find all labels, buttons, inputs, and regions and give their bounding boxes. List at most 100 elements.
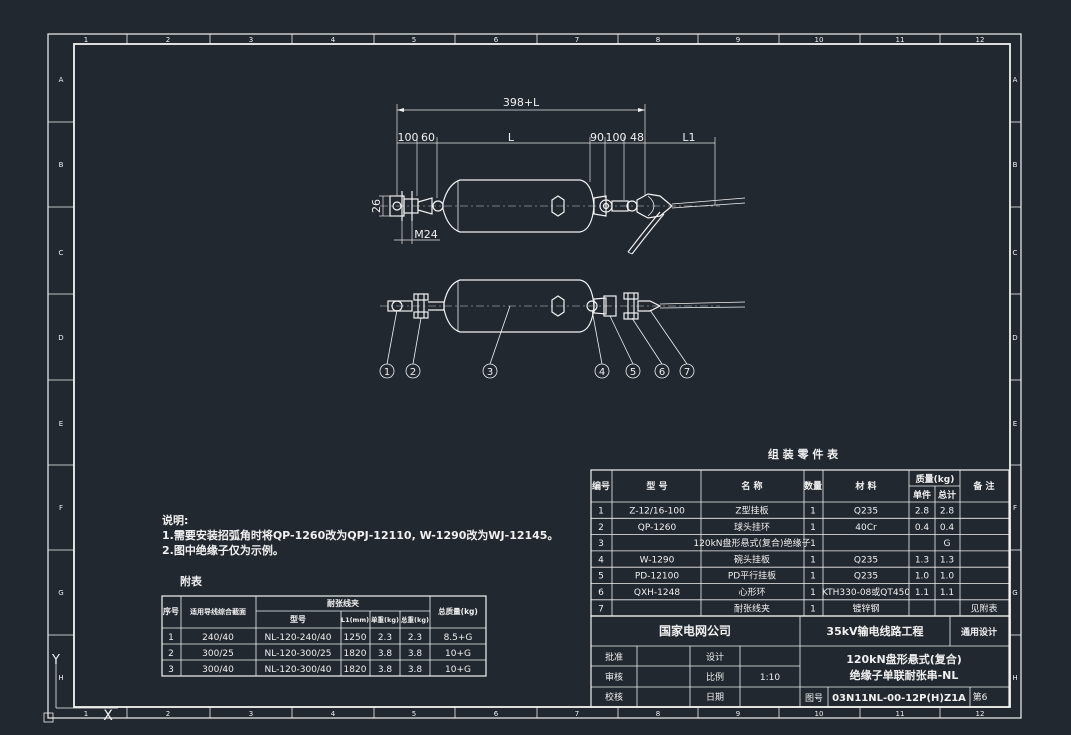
attached-cell: 1820 bbox=[344, 665, 367, 675]
ucs-x-label: X bbox=[103, 708, 113, 724]
attached-cell: 2.3 bbox=[378, 633, 392, 643]
parts-cell: 40Cr bbox=[855, 523, 877, 533]
parts-cell: 1 bbox=[598, 507, 604, 517]
parts-cell: Q235 bbox=[854, 572, 878, 582]
zone-col-bottom: 4 bbox=[331, 710, 336, 718]
parts-cell: QXH-1248 bbox=[634, 588, 680, 598]
hdr-mass: 质量(kg) bbox=[916, 473, 955, 485]
zone-row-right: C bbox=[1013, 249, 1018, 257]
notes-line-1: 1.需要安装招弧角时将QP-1260改为QPJ-12110, W-1290改为W… bbox=[162, 529, 559, 542]
dim-seg-5: 100 bbox=[606, 131, 627, 144]
at-hdr-model: 型号 bbox=[290, 614, 306, 624]
zone-col-top: 2 bbox=[166, 36, 170, 44]
zone-row-left: A bbox=[59, 76, 64, 84]
parts-cell: 3 bbox=[598, 539, 604, 549]
zone-row-left: B bbox=[59, 161, 64, 169]
balloon-number: 2 bbox=[410, 367, 416, 378]
parts-cell: 2.8 bbox=[940, 507, 955, 517]
zone-row-right: H bbox=[1012, 674, 1017, 682]
dim-seg-1: 100 bbox=[398, 131, 419, 144]
zone-col-top: 4 bbox=[331, 36, 336, 44]
attached-cell: 3.8 bbox=[408, 665, 423, 675]
at-hdr-string-mass: 总质量(kg) bbox=[438, 606, 478, 616]
label-date: 日期 bbox=[706, 692, 724, 703]
zone-col-bottom: 9 bbox=[736, 710, 740, 718]
parts-cell: 1.1 bbox=[915, 588, 929, 598]
label-approve: 批准 bbox=[605, 651, 623, 663]
attached-cell: 1820 bbox=[344, 649, 367, 659]
attached-cell: 10+G bbox=[445, 665, 471, 675]
attached-cell: 240/40 bbox=[202, 633, 234, 643]
parts-cell: 1 bbox=[810, 523, 816, 533]
outer-frame bbox=[47, 33, 1022, 719]
parts-cell: 耐张线夹 bbox=[734, 602, 770, 614]
sheet-label: 第6 bbox=[973, 691, 988, 703]
hdr-material: 材 料 bbox=[854, 480, 876, 492]
zone-col-top: 11 bbox=[896, 36, 905, 44]
parts-cell: Z-12/16-100 bbox=[629, 507, 685, 517]
attached-table: 序号 适用导线综合截面 耐张线夹 型号 L1(mm) 单重(kg) 总重(kg)… bbox=[161, 595, 487, 677]
attached-cell: 300/25 bbox=[202, 649, 234, 659]
balloon-number: 5 bbox=[630, 367, 636, 378]
at-hdr-cs: 适用导线综合截面 bbox=[190, 607, 246, 616]
hdr-remark: 备 注 bbox=[972, 480, 994, 492]
parts-cell: Q235 bbox=[854, 507, 878, 517]
parts-cell: PD-12100 bbox=[635, 572, 680, 582]
attached-cell: 2.3 bbox=[408, 633, 422, 643]
dim-seg-6: 48 bbox=[630, 131, 644, 144]
at-hdr-l1: L1(mm) bbox=[341, 616, 369, 624]
drawing-title-line2: 绝缘子单联耐张串-NL bbox=[850, 668, 959, 682]
notes-block: 说明: 1.需要安装招弧角时将QP-1260改为QPJ-12110, W-129… bbox=[162, 513, 558, 558]
hdr-model: 型 号 bbox=[646, 480, 667, 492]
at-hdr-no: 序号 bbox=[163, 606, 179, 616]
drawing-no-label: 图号 bbox=[805, 693, 823, 704]
dim-seg-4: 90 bbox=[590, 131, 604, 144]
at-hdr-clamp: 耐张线夹 bbox=[327, 598, 359, 608]
label-review: 审核 bbox=[605, 671, 623, 683]
attached-cell: NL-120-240/40 bbox=[265, 633, 332, 643]
attached-cell: 1 bbox=[168, 633, 174, 643]
attached-table-title: 附表 bbox=[180, 575, 202, 588]
zone-col-top: 7 bbox=[575, 36, 579, 44]
attached-cell: 3.8 bbox=[408, 649, 423, 659]
parts-cell: 2.8 bbox=[915, 507, 930, 517]
balloon-circle bbox=[405, 363, 421, 379]
balloon-circle bbox=[654, 363, 670, 379]
dim-height: 26 bbox=[370, 199, 383, 213]
ucs-icon: Y X bbox=[43, 653, 118, 724]
parts-cell: 1.1 bbox=[940, 588, 954, 598]
balloon-circle bbox=[625, 363, 641, 379]
parts-cell: W-1290 bbox=[640, 555, 675, 565]
zone-col-top: 9 bbox=[736, 36, 740, 44]
parts-cell: 5 bbox=[598, 572, 604, 582]
parts-cell: 0.4 bbox=[915, 523, 930, 533]
inner-frame bbox=[73, 43, 1011, 708]
parts-cell: PD平行挂板 bbox=[728, 570, 776, 582]
zone-col-top: 5 bbox=[412, 36, 416, 44]
zone-col-bottom: 1 bbox=[84, 710, 88, 718]
parts-table-title: 组 装 零 件 表 bbox=[768, 447, 839, 461]
hdr-qty: 数量 bbox=[804, 480, 822, 492]
zone-col-bottom: 7 bbox=[575, 710, 579, 718]
parts-cell: 1.3 bbox=[915, 555, 929, 565]
parts-cell: 7 bbox=[598, 604, 604, 614]
notes-line-2: 2.图中绝缘子仅为示例。 bbox=[162, 544, 284, 557]
zone-row-left: F bbox=[59, 504, 63, 512]
balloon-circle bbox=[482, 363, 498, 379]
parts-cell: 1 bbox=[810, 604, 816, 614]
parts-cell: 1 bbox=[810, 588, 816, 598]
attached-cell: NL-120-300/40 bbox=[265, 665, 332, 675]
zone-col-bottom: 6 bbox=[494, 710, 499, 718]
drawing-title-line1: 120kN盘形悬式(复合) bbox=[846, 652, 962, 666]
parts-cell: 1 bbox=[810, 572, 816, 582]
attached-cell: 3 bbox=[168, 665, 174, 675]
company-name: 国家电网公司 bbox=[659, 623, 731, 638]
at-hdr-total-mass: 总重(kg) bbox=[401, 615, 429, 624]
balloon-number: 4 bbox=[599, 367, 605, 378]
parts-cell: 球头挂环 bbox=[734, 521, 770, 533]
parts-cell: 120kN盘形悬式(复合)绝缘子 bbox=[693, 537, 810, 549]
zone-col-bottom: 12 bbox=[976, 710, 985, 718]
